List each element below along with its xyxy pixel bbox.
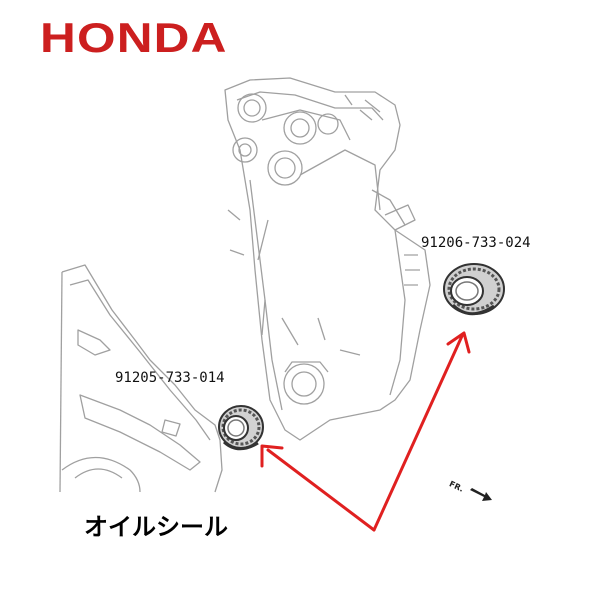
oil-seal-lower: [218, 405, 264, 451]
callout-arrowhead-upper: [446, 331, 471, 354]
part-number-lower-seal: 91205-733-014: [115, 370, 225, 386]
left-cover-outline: [59, 264, 223, 493]
callout-arrow-line-upper: [372, 334, 464, 532]
honda-logo: HONDA: [40, 14, 228, 61]
fr-direction-arrow: [470, 488, 492, 501]
callout-arrows: [260, 331, 471, 532]
callout-arrowhead-lower: [260, 444, 284, 468]
callout-arrow-line-lower: [266, 448, 376, 532]
caption-oil-seal: オイルシール: [84, 513, 228, 541]
oil-seal-upper: [443, 263, 505, 316]
center-cover-outline: [224, 77, 431, 441]
part-number-upper-seal: 91206-733-024: [421, 235, 531, 251]
